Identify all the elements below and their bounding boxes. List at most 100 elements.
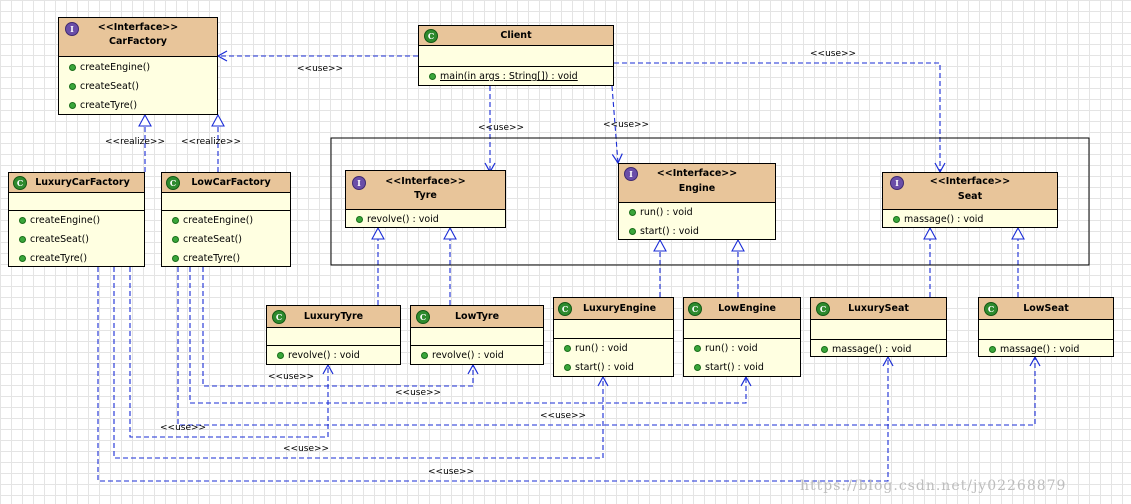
attributes-section <box>411 328 543 346</box>
interface-icon: I <box>890 176 904 190</box>
class-client[interactable]: C Client main(in args : String[]) : void <box>418 25 614 86</box>
class-name: LowCarFactory <box>191 177 271 188</box>
operation: createTyre() <box>59 96 217 115</box>
attributes-section <box>684 320 800 339</box>
luxuryfactory-luxurytyre-use <box>129 267 334 438</box>
operation: revolve() : void <box>411 346 543 365</box>
class-icon: C <box>558 302 572 316</box>
class-name: LowTyre <box>454 311 500 322</box>
operation: run() : void <box>619 203 775 222</box>
class-header: I <<Interface>> Engine <box>619 164 775 203</box>
class-header: C LuxurySeat <box>811 298 946 320</box>
operation: createEngine() <box>162 211 290 230</box>
class-icon: C <box>816 302 830 316</box>
class-carfactory[interactable]: I <<Interface>> CarFactory createEngine(… <box>58 17 218 115</box>
operation: start() : void <box>619 222 775 241</box>
class-luxurytyre[interactable]: C LuxuryTyre revolve() : void <box>266 305 401 365</box>
class-name: LuxuryEngine <box>582 303 657 314</box>
operation: start() : void <box>684 358 800 377</box>
class-name: CarFactory <box>109 36 167 47</box>
interface-icon: I <box>352 176 366 190</box>
class-name: Seat <box>957 191 983 202</box>
class-lowcarfactory[interactable]: C LowCarFactory createEngine() createSea… <box>161 172 291 267</box>
class-header: C LowTyre <box>411 306 543 328</box>
operation: run() : void <box>684 339 800 358</box>
attributes-section <box>979 320 1113 340</box>
class-name: Engine <box>678 183 716 194</box>
watermark-text: https://blog.csdn.net/jy02268879 <box>800 478 1067 494</box>
label-use: <<use>> <box>297 64 344 74</box>
label-use: <<use>> <box>603 120 650 130</box>
operation: createSeat() <box>9 230 144 249</box>
class-engine[interactable]: I <<Interface>> Engine run() : void star… <box>618 163 776 240</box>
label-use: <<use>> <box>478 123 525 133</box>
operation: massage() : void <box>883 210 1057 229</box>
product-package-frame <box>330 137 1090 266</box>
operation: createSeat() <box>162 230 290 249</box>
operation: createEngine() <box>9 211 144 230</box>
class-seat[interactable]: I <<Interface>> Seat massage() : void <box>882 172 1058 228</box>
lowfactory-lowseat-use <box>177 267 1041 426</box>
luxuryfactory-luxuryengine-use <box>113 267 609 459</box>
class-name: LowSeat <box>1023 303 1069 314</box>
class-icon: C <box>13 176 27 190</box>
stereotype: <<Interface>> <box>97 22 179 33</box>
label-use: <<use>> <box>428 467 475 477</box>
stereotype: <<Interface>> <box>929 176 1011 187</box>
operation: createTyre() <box>162 249 290 268</box>
attributes-section <box>554 320 673 339</box>
label-use: <<use>> <box>810 49 857 59</box>
class-lowengine[interactable]: C LowEngine run() : void start() : void <box>683 297 801 377</box>
attributes-section <box>9 193 144 211</box>
class-header: C LowEngine <box>684 298 800 320</box>
class-icon: C <box>984 302 998 316</box>
operation: createTyre() <box>9 249 144 268</box>
interface-icon: I <box>65 22 79 36</box>
attributes-section <box>267 328 400 346</box>
operation: start() : void <box>554 358 673 377</box>
class-icon: C <box>424 29 438 43</box>
operation: run() : void <box>554 339 673 358</box>
class-header: C LuxuryCarFactory <box>9 173 144 193</box>
operation: massage() : void <box>811 340 946 359</box>
class-luxuryseat[interactable]: C LuxurySeat massage() : void <box>810 297 947 357</box>
class-icon: C <box>688 302 702 316</box>
class-icon: C <box>272 310 286 324</box>
class-header: I <<Interface>> Seat <box>883 173 1057 210</box>
class-header: C LowCarFactory <box>162 173 290 193</box>
operation: createEngine() <box>59 58 217 77</box>
class-tyre[interactable]: I <<Interface>> Tyre revolve() : void <box>345 170 506 228</box>
class-icon: C <box>166 176 180 190</box>
class-name: Client <box>500 30 532 41</box>
operation: revolve() : void <box>346 210 505 229</box>
class-name: LowEngine <box>718 303 776 314</box>
attributes-section <box>162 193 290 211</box>
interface-icon: I <box>624 167 638 181</box>
class-header: C LuxuryEngine <box>554 298 673 320</box>
class-luxurycarfactory[interactable]: C LuxuryCarFactory createEngine() create… <box>8 172 145 267</box>
class-name: LuxuryCarFactory <box>35 177 130 188</box>
class-name: LuxuryTyre <box>303 311 364 322</box>
lowfactory-lowtyre-use <box>202 267 479 387</box>
attributes-section <box>419 46 613 67</box>
client-engine-use <box>611 85 623 165</box>
class-lowtyre[interactable]: C LowTyre revolve() : void <box>410 305 544 365</box>
class-lowseat[interactable]: C LowSeat massage() : void <box>978 297 1114 357</box>
label-use: <<use>> <box>268 372 315 382</box>
stereotype: <<Interface>> <box>385 176 466 187</box>
stereotype: <<Interface>> <box>656 168 738 179</box>
client-seat-use <box>614 62 946 174</box>
label-use: <<use>> <box>395 388 442 398</box>
class-icon: C <box>416 310 430 324</box>
label-use: <<use>> <box>283 444 330 454</box>
operation: massage() : void <box>979 340 1113 359</box>
operation: revolve() : void <box>267 346 400 365</box>
class-luxuryengine[interactable]: C LuxuryEngine run() : void start() : vo… <box>553 297 674 377</box>
operation: main(in args : String[]) : void <box>419 67 613 86</box>
class-header: C LowSeat <box>979 298 1113 320</box>
class-header: I <<Interface>> Tyre <box>346 171 505 210</box>
operation: createSeat() <box>59 77 217 96</box>
luxuryfactory-luxuryseat-use <box>97 267 894 482</box>
class-name: Tyre <box>414 190 437 201</box>
